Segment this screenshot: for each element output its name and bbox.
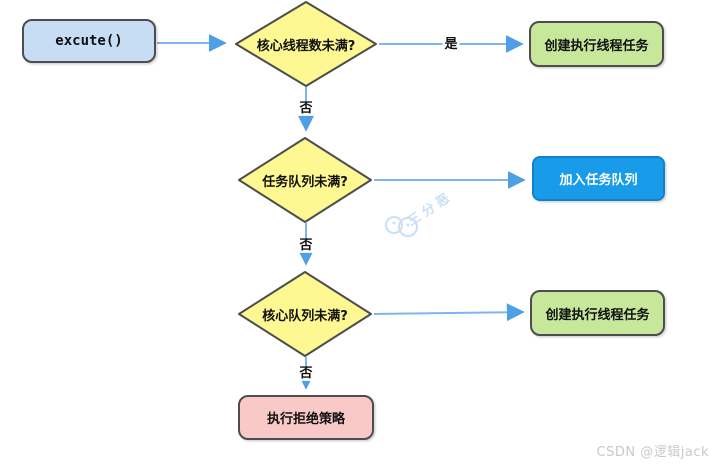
outcome-create-thread-top-label: 创建执行线程任务 <box>544 38 649 54</box>
outcome-reject-policy: 执行拒绝策略 <box>238 395 374 440</box>
outcome-create-thread-bottom-label: 创建执行线程任务 <box>545 307 650 323</box>
start-node-execute: excute() <box>22 19 156 63</box>
outcome-reject-policy-label: 执行拒绝策略 <box>266 412 345 427</box>
decision-core-queue-label: 核心队列未满? <box>262 308 348 324</box>
outcome-create-thread-top: 创建执行线程任务 <box>529 21 664 67</box>
csdn-credit: CSDN @逻辑jack <box>596 445 709 460</box>
decision-task-queue-label: 任务队列未满? <box>262 174 348 190</box>
decision-core-queue: 核心队列未满? <box>237 271 373 357</box>
edge-label-no-3: 否 <box>297 365 315 382</box>
edge-label-yes: 是 <box>442 36 460 53</box>
diamond-shape <box>235 1 377 87</box>
edge-label-no-2: 否 <box>297 237 315 254</box>
edge-label-no-1: 否 <box>297 100 315 117</box>
decision-core-threads-label: 核心线程数未满? <box>256 38 356 54</box>
watermark-logo-icon <box>385 216 418 237</box>
start-node-label: excute() <box>55 33 123 49</box>
outcome-join-task-queue: 加入任务队列 <box>532 156 665 201</box>
diamond-shape <box>238 271 372 357</box>
decision-core-threads: 核心线程数未满? <box>234 1 378 87</box>
outcome-join-task-queue-label: 加入任务队列 <box>559 173 638 188</box>
arrow-decision3-yes <box>373 303 525 322</box>
outcome-create-thread-bottom: 创建执行线程任务 <box>530 290 665 336</box>
decision-task-queue: 任务队列未满? <box>237 137 373 223</box>
diamond-shape <box>238 137 372 223</box>
watermark-text: 三分恶 <box>405 189 456 230</box>
watermark: 三分恶 <box>382 189 492 246</box>
